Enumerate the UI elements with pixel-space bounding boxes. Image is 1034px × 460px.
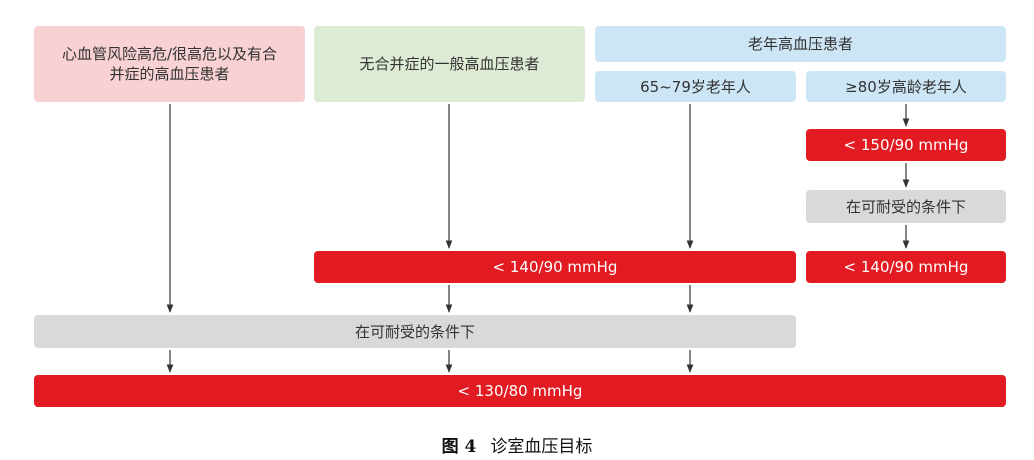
- target-150-90-box: < 150/90 mmHg: [806, 129, 1006, 161]
- tolerable-wide-label: 在可耐受的条件下: [354, 322, 475, 341]
- age-65-79-box: 65~79岁老年人: [595, 71, 796, 102]
- age-80-plus-label: ≥80岁高龄老年人: [845, 77, 967, 96]
- general-patients-box: 无合并症的一般高血压患者: [314, 26, 585, 102]
- tolerable-wide-box: 在可耐受的条件下: [34, 315, 796, 348]
- target-150-90-label: < 150/90 mmHg: [843, 136, 969, 154]
- elderly-patients-box: 老年高血压患者: [595, 26, 1006, 62]
- target-140-90-right-box: < 140/90 mmHg: [806, 251, 1006, 283]
- age-65-79-label: 65~79岁老年人: [640, 77, 751, 96]
- target-140-90-right-label: < 140/90 mmHg: [843, 258, 969, 276]
- target-130-80-box: < 130/80 mmHg: [34, 375, 1006, 407]
- high-risk-patients-box: 心血管风险高危/很高危以及有合并症的高血压患者: [34, 26, 305, 102]
- target-140-90-wide-label: < 140/90 mmHg: [492, 258, 618, 276]
- general-patients-label: 无合并症的一般高血压患者: [359, 55, 540, 73]
- target-140-90-wide-box: < 140/90 mmHg: [314, 251, 796, 283]
- target-130-80-label: < 130/80 mmHg: [457, 382, 583, 400]
- elderly-patients-label: 老年高血压患者: [747, 35, 853, 53]
- tolerable-right-label: 在可耐受的条件下: [845, 197, 966, 216]
- tolerable-right-box: 在可耐受的条件下: [806, 190, 1006, 223]
- age-80-plus-box: ≥80岁高龄老年人: [806, 71, 1006, 102]
- figure-title: 诊室血压目标: [490, 437, 593, 457]
- figure-number: 图 4: [441, 437, 477, 457]
- figure-caption: 图 4 诊室血压目标: [0, 432, 1034, 457]
- high-risk-patients-label: 心血管风险高危/很高危以及有合并症的高血压患者: [61, 45, 278, 83]
